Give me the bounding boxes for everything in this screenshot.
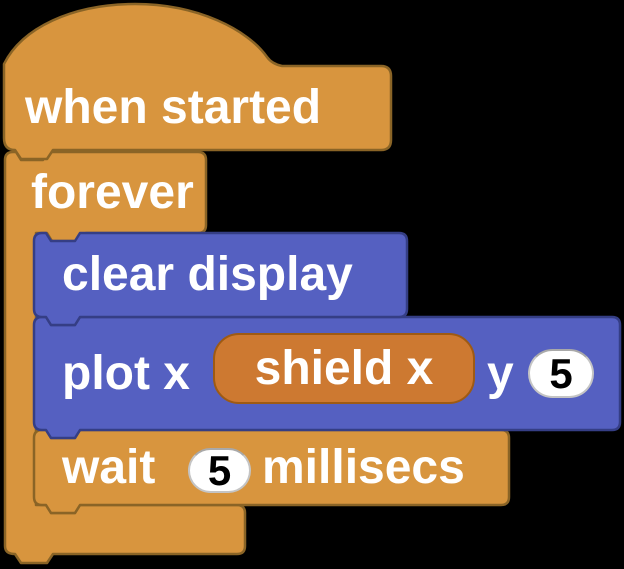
clear-display-block[interactable] xyxy=(32,231,409,327)
wait-block[interactable] xyxy=(32,428,511,515)
hat-block-when-started[interactable] xyxy=(2,2,393,161)
variable-reporter-shield-x[interactable]: shield x xyxy=(213,333,475,404)
plot-y-value: 5 xyxy=(549,349,573,397)
wait-value-slot[interactable]: 5 xyxy=(188,448,251,493)
wait-value: 5 xyxy=(207,446,232,494)
plot-y-value-slot[interactable]: 5 xyxy=(528,349,594,398)
variable-reporter-label: shield x xyxy=(254,341,434,395)
